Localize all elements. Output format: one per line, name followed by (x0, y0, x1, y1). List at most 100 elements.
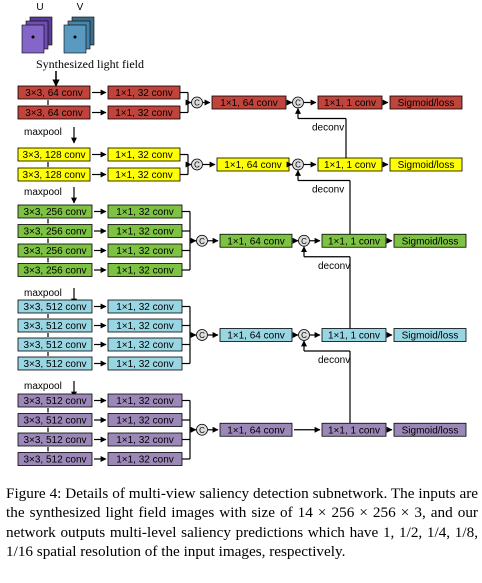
stage4-conv3x3-box (17, 299, 93, 314)
stage3-conv3x3-box-label: 3×3, 256 conv (23, 227, 86, 238)
stage4-merge-box-label: 1×1, 64 conv (227, 331, 285, 342)
stage2-concat-symbol: C (194, 161, 200, 170)
stage1-concat-symbol: C (194, 99, 200, 108)
stage1-conv3x3-box-label: 3×3, 64 conv (25, 88, 83, 99)
stage5-conv3x3-box-label: 3×3, 512 conv (23, 396, 86, 407)
stage4-deconv-label: deconv (318, 261, 350, 272)
stage5-concat-symbol: C (199, 426, 205, 435)
stage4-maxpool-label: maxpool (24, 381, 62, 392)
stage5-conv1x1-box-label: 1×1, 32 conv (116, 455, 174, 466)
stage3-conv3x3-box-label: 3×3, 256 conv (23, 266, 86, 277)
stage4-conv1x1-box-label: 1×1, 32 conv (116, 340, 174, 351)
stage3-deconv-label: deconv (312, 185, 344, 196)
stage3-conv1x1-box-label: 1×1, 32 conv (116, 266, 174, 277)
stage3-sigmoid-box-label: Sigmoid/loss (402, 236, 459, 247)
stage4-concat-symbol: C (199, 331, 205, 340)
stage1-maxpool-label: maxpool (24, 127, 62, 138)
stage3-conv1x1-box-label: 1×1, 32 conv (116, 207, 174, 218)
stage2-sigmoid-box (389, 157, 463, 172)
stage4-conv3x3-box (17, 318, 93, 333)
light-field-image-v (63, 16, 95, 54)
stage5-conv3x3-box-label: 3×3, 512 conv (23, 416, 86, 427)
stage1-out-conv-box (317, 95, 383, 110)
stage1-conv3x3-box (17, 85, 91, 100)
stage5-conv3x3-box (17, 452, 93, 466)
stage5-conv1x1-box-label: 1×1, 32 conv (116, 396, 174, 407)
light-field-image-u (21, 16, 53, 54)
stage1-merge-box (211, 95, 287, 110)
stage3-conv3x3-box (17, 243, 93, 258)
stage3-merge-box-label: 1×1, 64 conv (227, 236, 285, 247)
stage5-concat (196, 423, 208, 436)
stage5-conv1x1-box-label: 1×1, 32 conv (116, 435, 174, 446)
stage4-conv1x1-box-label: 1×1, 32 conv (116, 302, 174, 313)
stage3-conv1x1-box-label: 1×1, 32 conv (116, 246, 174, 257)
figure-caption: Figure 4: Details of multi-view saliency… (6, 485, 478, 561)
stage2-deconv-label: deconv (312, 123, 344, 134)
stage2-out-conv-box-label: 1×1, 1 conv (324, 160, 376, 171)
stage3-conv3x3-box (17, 204, 93, 219)
stage2-conv1x1-box-label: 1×1, 32 conv (115, 170, 173, 181)
stage1-fuse-concat-symbol: C (295, 99, 301, 108)
stage4-out-conv-box (321, 328, 387, 342)
stage5-conv3x3-box (17, 393, 93, 408)
stage5-out-conv-box-label: 1×1, 1 conv (328, 425, 380, 436)
stage5-conv1x1-box-label: 1×1, 32 conv (116, 416, 174, 427)
stage3-fuse-concat-symbol: C (301, 237, 307, 246)
stage4-sigmoid-box (393, 328, 467, 342)
stage2-sigmoid-box-label: Sigmoid/loss (398, 160, 455, 171)
stage4-conv3x3-box (17, 337, 93, 352)
network-diagram: U V Synthesized light field 3×3, 64 conv… (17, 2, 467, 466)
stage3-concat-symbol: C (199, 237, 205, 246)
stage4-conv3x3-box-label: 3×3, 512 conv (23, 359, 86, 370)
stage3-conv3x3-box-label: 3×3, 256 conv (23, 246, 86, 257)
stage5-conv3x3-box (17, 432, 93, 447)
stage1-conv3x3-box-label: 3×3, 64 conv (25, 108, 83, 119)
stage2-maxpool-label: maxpool (24, 187, 62, 198)
stage4-fuse-concat-symbol: C (301, 331, 307, 340)
input-label: Synthesized light field (36, 57, 144, 71)
stage1-concat (191, 96, 203, 109)
stage3-conv3x3-box (17, 263, 93, 277)
stage3-concat (196, 234, 208, 247)
stage4-sigmoid-box-label: Sigmoid/loss (402, 331, 459, 342)
stage1-conv1x1-box-label: 1×1, 32 conv (115, 88, 173, 99)
stage4-conv3x3-box-label: 3×3, 512 conv (23, 321, 86, 332)
stage5-conv3x3-box-label: 3×3, 512 conv (23, 435, 86, 446)
stage3-conv3x3-box (17, 224, 93, 238)
stage4-conv3x3-box-label: 3×3, 512 conv (23, 340, 86, 351)
stage3-out-conv-box-label: 1×1, 1 conv (328, 236, 380, 247)
stage3-out-conv-box (321, 233, 387, 248)
stage2-conv3x3-box (17, 167, 91, 182)
stage1-sigmoid-box-label: Sigmoid/loss (398, 98, 455, 109)
stage4-conv3x3-box (17, 356, 93, 371)
stage2-conv3x3-box-label: 3×3, 128 conv (22, 170, 85, 181)
stage3-conv3x3-box-label: 3×3, 256 conv (23, 207, 86, 218)
stage2-fuse-concat-symbol: C (295, 161, 301, 170)
stage3-merge-box (219, 233, 293, 248)
stage4-out-conv-box-label: 1×1, 1 conv (328, 331, 380, 342)
stage1-merge-box-label: 1×1, 64 conv (220, 98, 278, 109)
stage5-out-conv-box (321, 422, 387, 437)
stage5-merge-box-label: 1×1, 64 conv (227, 425, 285, 436)
stage4-concat (196, 329, 208, 341)
stage4-conv1x1-box-label: 1×1, 32 conv (116, 321, 174, 332)
stage2-conv3x3-box (17, 147, 91, 162)
stage4-conv1x1-box-label: 1×1, 32 conv (116, 359, 174, 370)
stage1-conv1x1-box-label: 1×1, 32 conv (115, 108, 173, 119)
stage1-sigmoid-box (389, 95, 463, 110)
stage2-merge-box-label: 1×1, 64 conv (224, 160, 282, 171)
v-label: V (77, 2, 84, 13)
stage5-conv3x3-box-label: 3×3, 512 conv (23, 455, 86, 466)
stage1-out-conv-box-label: 1×1, 1 conv (324, 98, 376, 109)
stage4-conv3x3-box-label: 3×3, 512 conv (23, 302, 86, 313)
stage3-conv1x1-box-label: 1×1, 32 conv (116, 227, 174, 238)
stage2-conv3x3-box-label: 3×3, 128 conv (22, 150, 85, 161)
stage1-conv3x3-box (17, 105, 91, 120)
stage5-sigmoid-box-label: Sigmoid/loss (402, 425, 459, 436)
stage5-merge-box (219, 422, 293, 437)
stage5-conv3x3-box (17, 413, 93, 427)
stage3-sigmoid-box (393, 233, 467, 248)
stage5-deconv-label: deconv (318, 355, 350, 366)
stage3-maxpool-label: maxpool (24, 288, 62, 299)
